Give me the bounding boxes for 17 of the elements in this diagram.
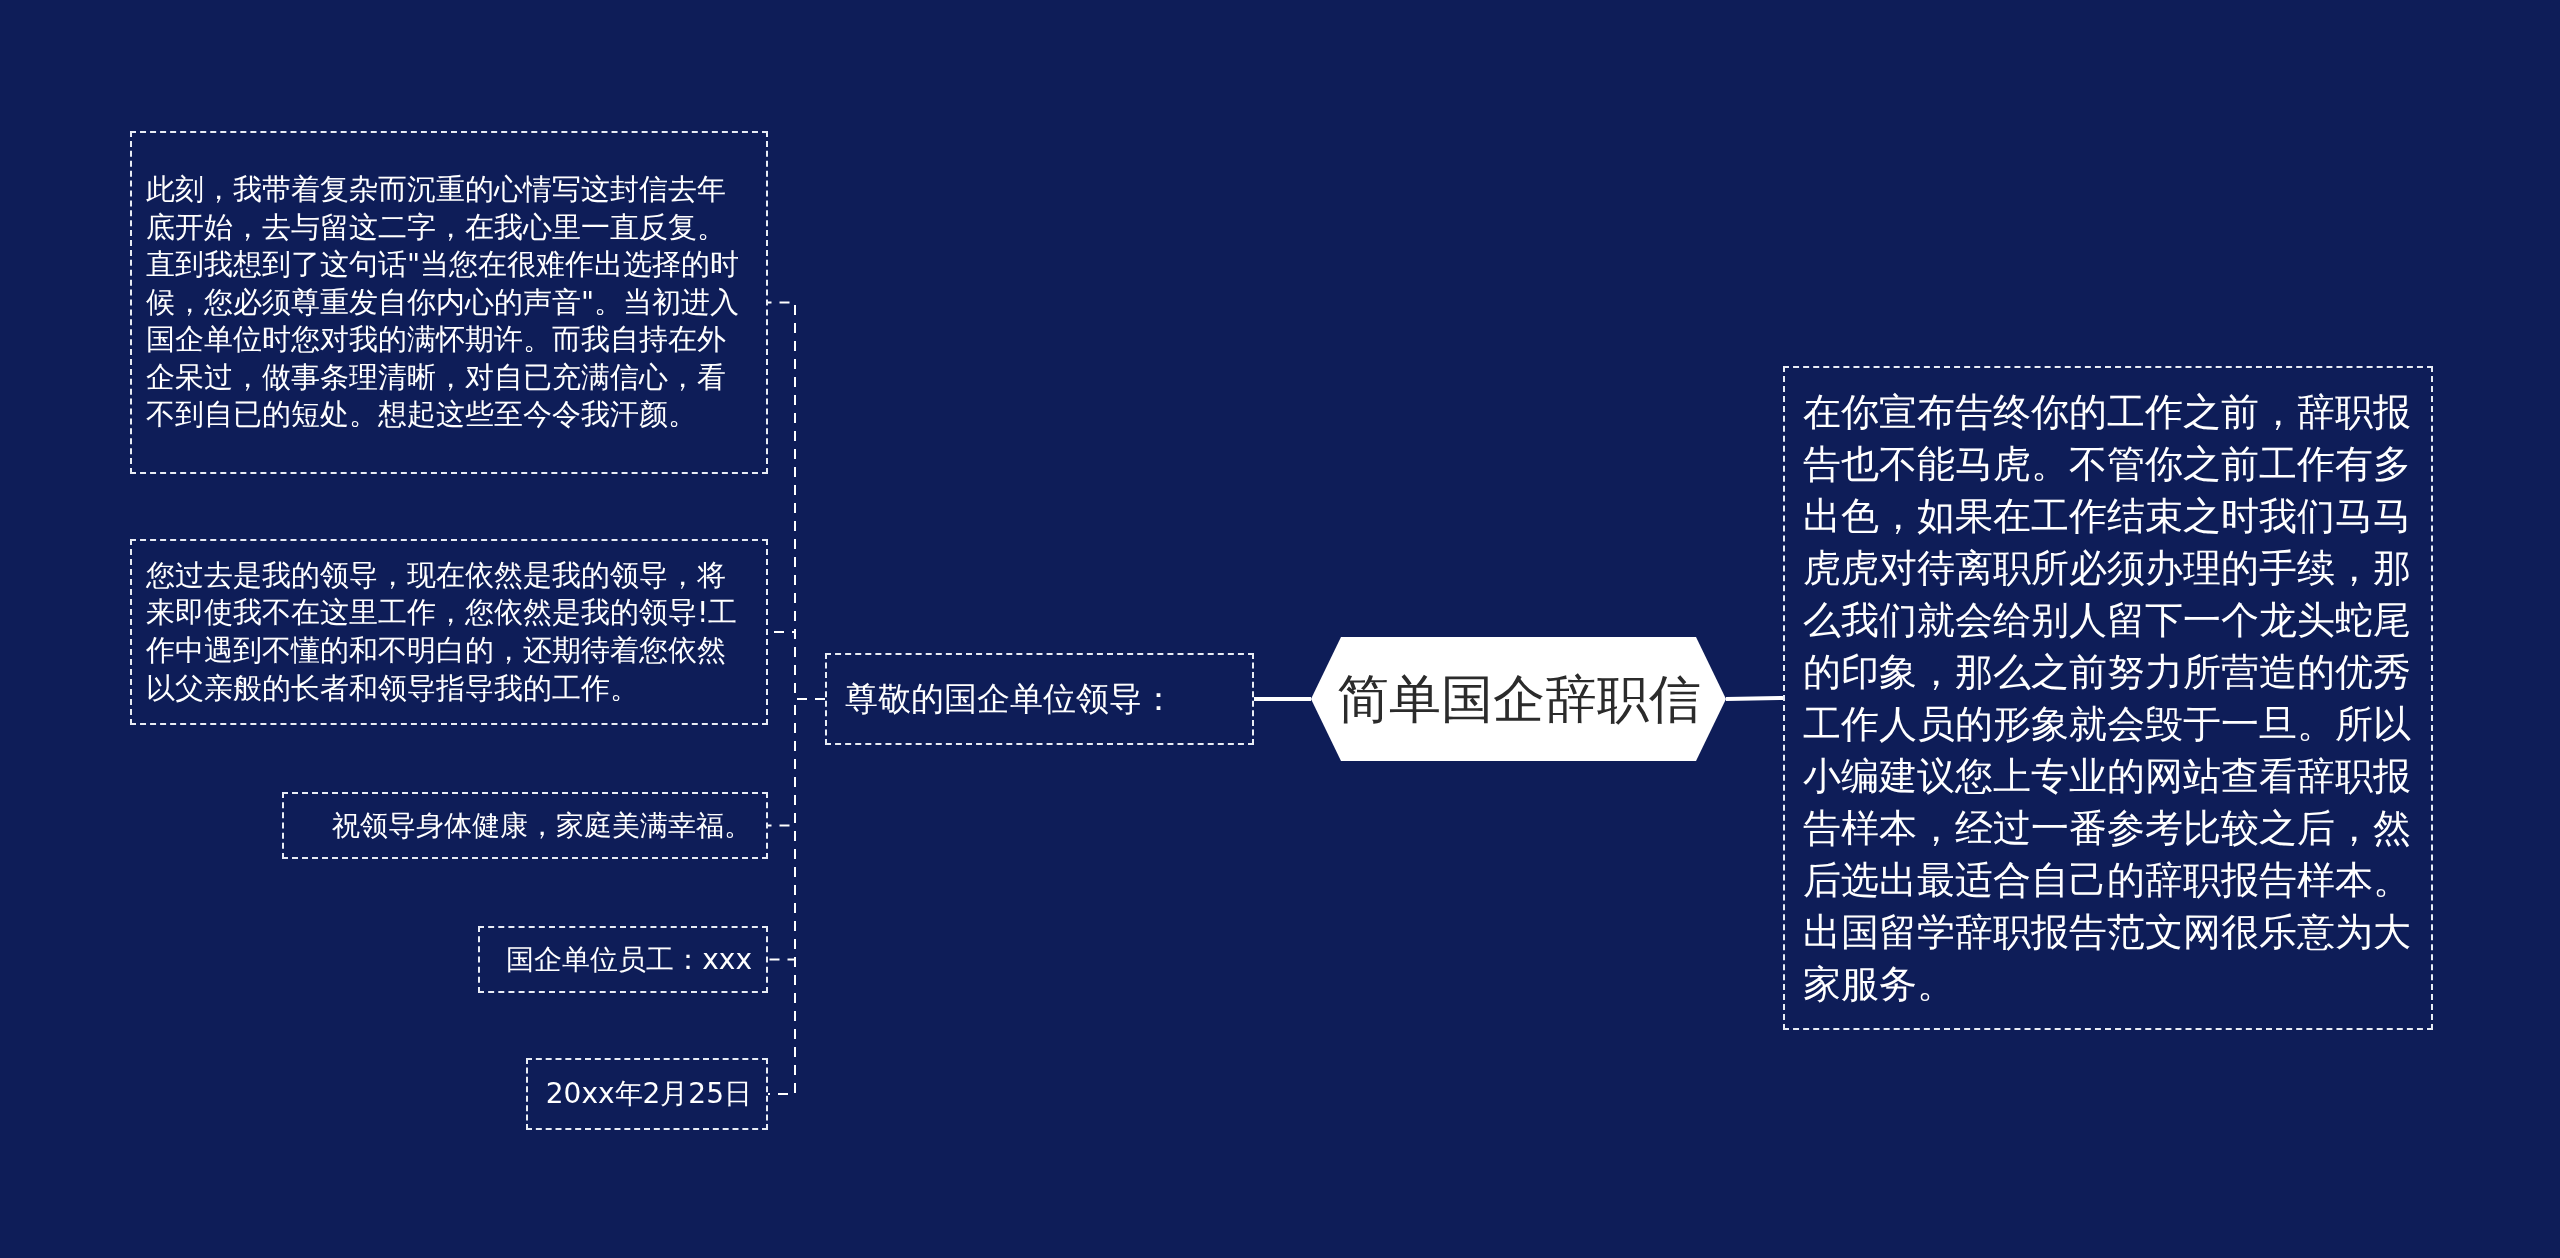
node-text: 20xx年2月25日 bbox=[544, 1076, 752, 1113]
connector-line bbox=[1725, 696, 1784, 701]
subtopic-box bbox=[478, 926, 768, 993]
title-text: 简单国企辞职信 bbox=[1336, 669, 1701, 729]
connector-line bbox=[1254, 697, 1311, 701]
node-text: 此刻，我带着复杂而沉重的心情写这封信去年底开始，去与留这二字，在我心里一直反复。直到我想到了这句话"当您在很难作出选择的时候，您必须尊重发自你内心的声音"。当初进入国企单位时您对我的满怀期许。而我自持在外企呆过，做事条理清晰，对自已充满信心，看不到自已的短处。想起这些至今令我汗颜。 bbox=[146, 171, 741, 434]
subtopic-box bbox=[130, 539, 768, 725]
node-text: 国企单位员工：xxx bbox=[505, 941, 752, 978]
central-topic-hexagon bbox=[1311, 637, 1726, 761]
node-text: 尊敬的国企单位领导： bbox=[845, 679, 1176, 719]
subtopic-box bbox=[282, 792, 768, 859]
topic-box bbox=[825, 653, 1254, 745]
node-text: 您过去是我的领导，现在依然是我的领导，将来即使我不在这里工作，您依然是我的领导!工作中遇到不懂的和不明白的，还期待着您依然以父亲般的长者和领导指导我的工作。 bbox=[146, 557, 739, 707]
subtopic-box bbox=[130, 131, 768, 474]
node-text: 祝领导身体健康，家庭美满幸福。 bbox=[331, 807, 752, 844]
node-text: 在你宣布告终你的工作之前，辞职报告也不能马虎。不管你之前工作有多出色，如果在工作结束之时我们马马虎虎对待离职所必须办理的手续，那么我们就会给别人留下一个龙头蛇尾的印象，那么之前努力所营造的优秀工作人员的形象就会毁于一旦。所以小编建议您上专业的网站查看辞职报告样本，经过一番参考比较之后，然后选出最适合自己的辞职报告样本。出国留学辞职报告范文网很乐意为大家服务。 bbox=[1803, 389, 2412, 1008]
subtopic-box bbox=[526, 1058, 768, 1130]
